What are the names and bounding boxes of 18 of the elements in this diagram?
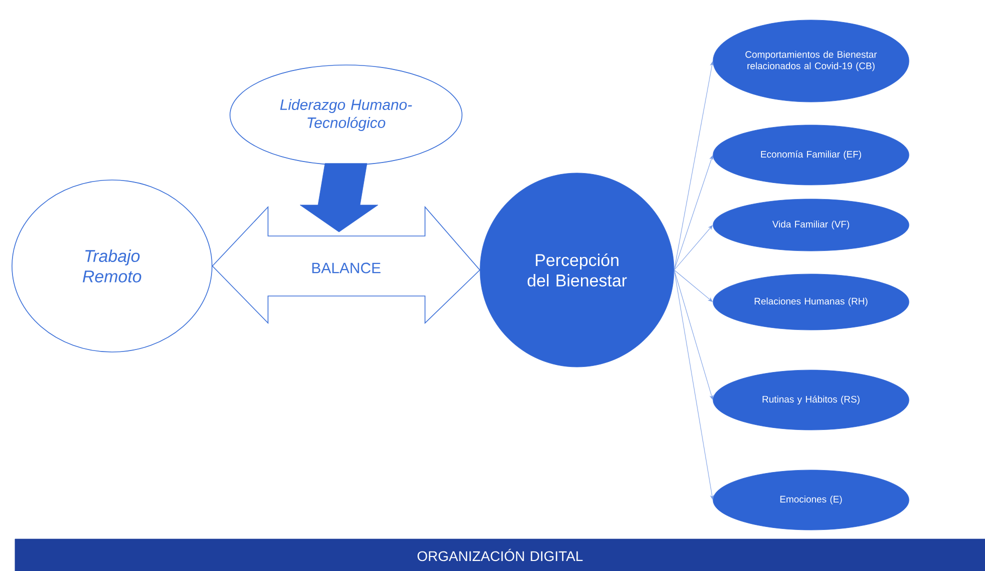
circle-node: Percepción del Bienestar [480, 172, 674, 368]
arrow [674, 155, 714, 270]
arrow [674, 225, 713, 270]
ellipse-node: Economía Familiar (EF) [712, 124, 910, 186]
ellipse-node: Trabajo Remoto [12, 180, 212, 352]
ellipse-node: Vida Familiar (VF) [712, 198, 910, 252]
ellipse-node: Liderazgo Humano-Tecnológico [230, 64, 462, 166]
edge-label: BALANCE [310, 262, 382, 274]
arrow [674, 61, 714, 270]
arrow [674, 270, 714, 400]
arrow [674, 270, 713, 302]
title-band: ORGANIZACIÓN DIGITAL [14, 538, 985, 571]
arrow [674, 270, 714, 500]
ellipse-node: Relaciones Humanas (RH) [712, 274, 910, 330]
ellipse-node: Emociones (E) [712, 470, 910, 530]
ellipse-node: Rutinas y Hábitos (RS) [712, 370, 910, 430]
ellipse-node: Comportamientos de Bienestar relacionados al Covid-19 (CB) [712, 20, 910, 102]
block-arrow [300, 163, 378, 232]
